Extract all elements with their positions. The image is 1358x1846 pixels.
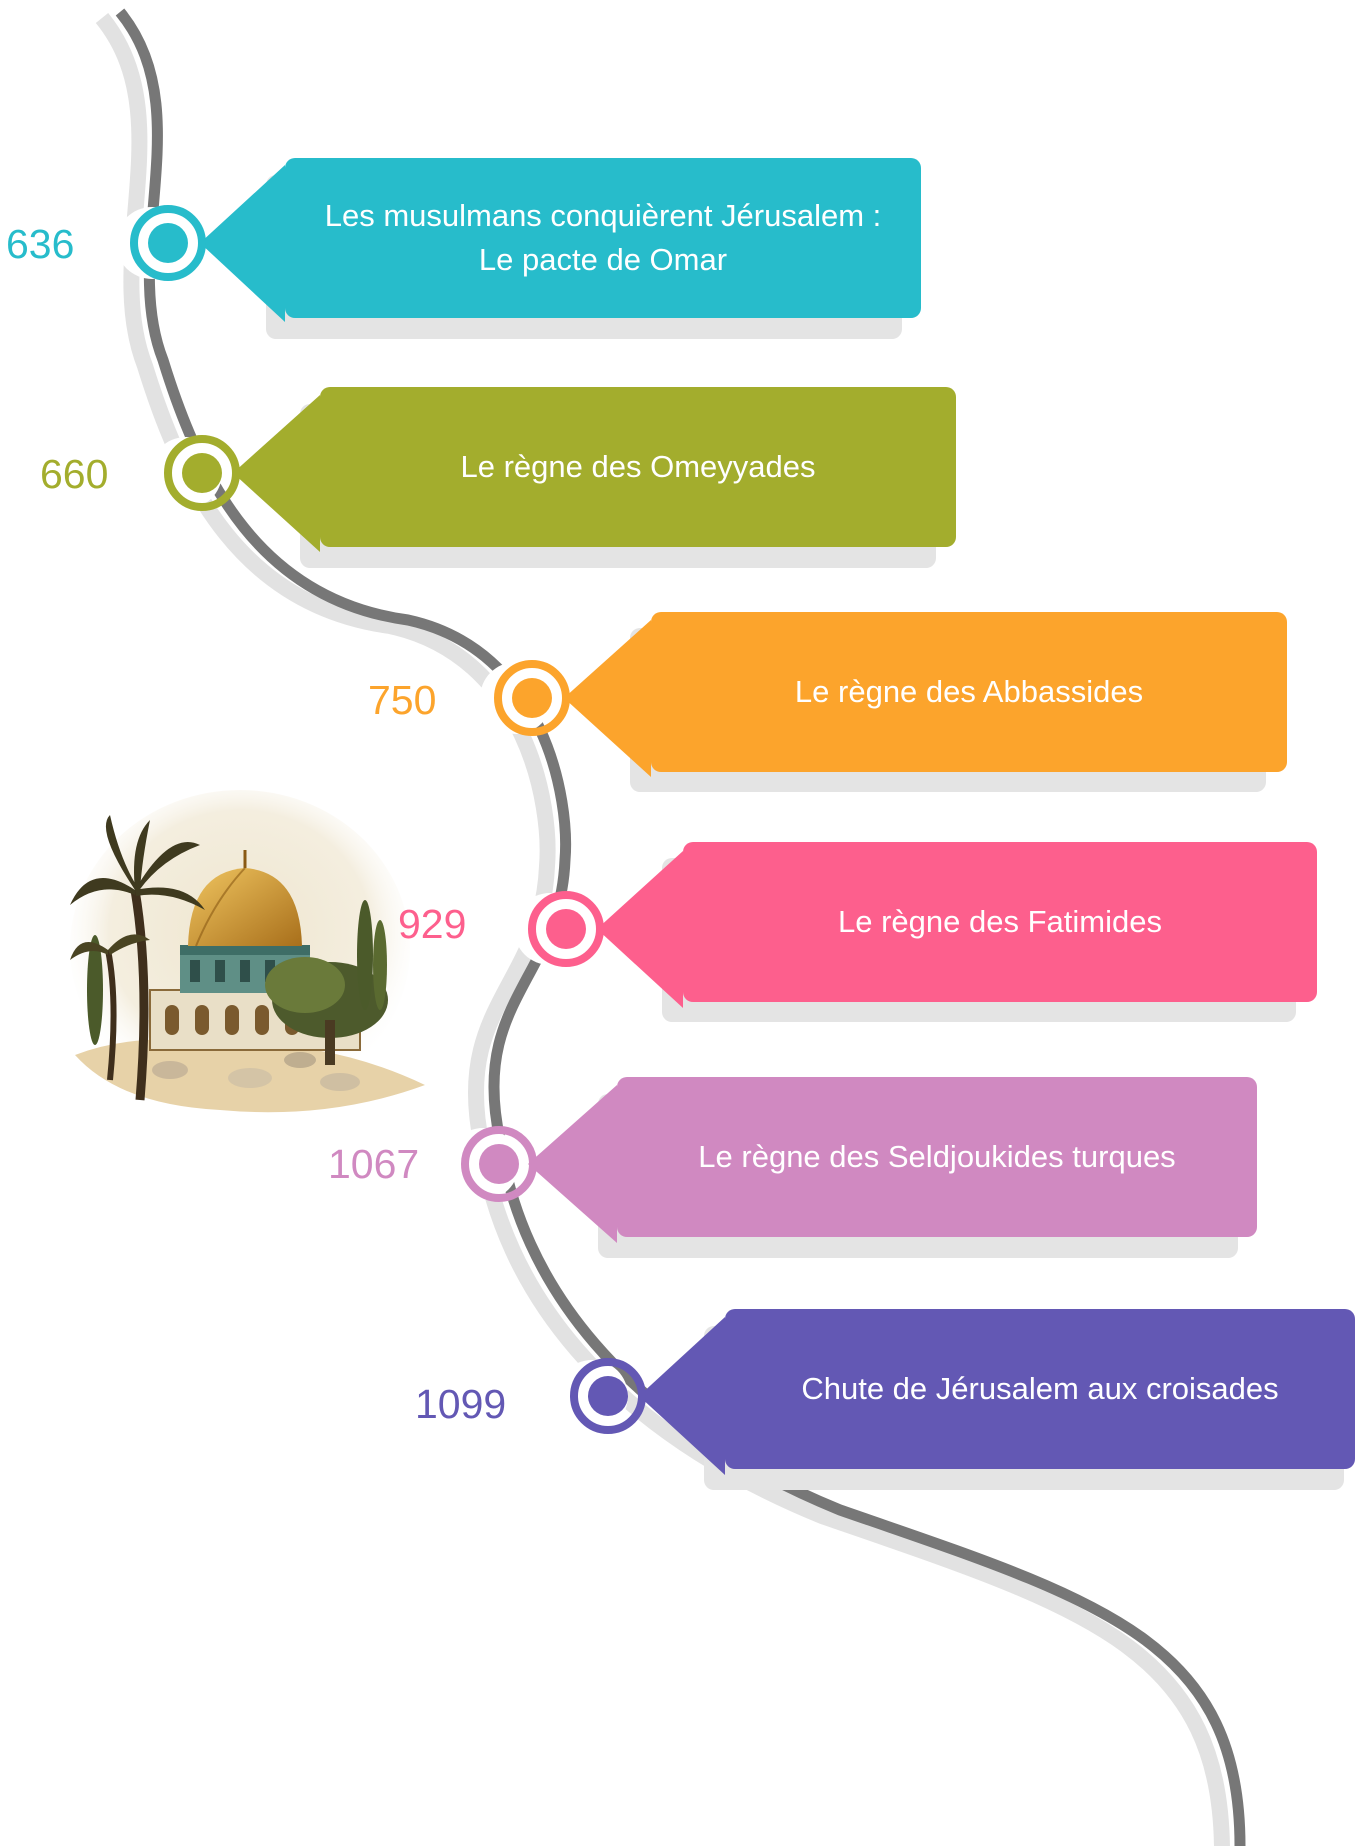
node-636 xyxy=(116,205,206,281)
event-card-660: Le règne des Omeyyades xyxy=(320,387,956,547)
node-1099 xyxy=(556,1358,646,1434)
dome-of-the-rock-illustration xyxy=(70,790,425,1113)
pointer-1067 xyxy=(528,1085,617,1243)
pointer-1099 xyxy=(639,1317,725,1475)
event-title-929: Le règne des Fatimides xyxy=(838,904,1162,939)
pointer-636 xyxy=(200,165,285,322)
event-card-1099: Chute de Jérusalem aux croisades xyxy=(725,1309,1355,1469)
pointer-660 xyxy=(233,395,320,552)
pointer-750 xyxy=(564,620,651,777)
year-label-636: 636 xyxy=(6,221,75,267)
node-1067 xyxy=(447,1126,537,1202)
year-label-929: 929 xyxy=(398,901,467,947)
event-card-929: Le règne des Fatimides xyxy=(683,842,1317,1002)
event-title-1067: Le règne des Seldjoukides turques xyxy=(698,1139,1176,1174)
event-title-1099: Chute de Jérusalem aux croisades xyxy=(801,1371,1279,1406)
event-card-750: Le règne des Abbassides xyxy=(651,612,1287,772)
year-label-1067: 1067 xyxy=(328,1141,420,1187)
node-929 xyxy=(514,891,604,967)
event-title-636: Les musulmans conquièrent Jérusalem : Le… xyxy=(324,198,882,277)
event-card-1067: Le règne des Seldjoukides turques xyxy=(617,1077,1257,1237)
node-660 xyxy=(150,435,240,511)
node-750 xyxy=(480,660,570,736)
event-title-660: Le règne des Omeyyades xyxy=(460,449,816,484)
pointer-929 xyxy=(597,851,683,1008)
event-title-750: Le règne des Abbassides xyxy=(794,674,1144,709)
year-label-660: 660 xyxy=(40,451,109,497)
card-shadows xyxy=(266,175,1344,1490)
year-label-750: 750 xyxy=(368,677,437,723)
event-card-636: Les musulmans conquièrent Jérusalem : Le… xyxy=(285,158,921,318)
year-label-1099: 1099 xyxy=(415,1381,507,1427)
